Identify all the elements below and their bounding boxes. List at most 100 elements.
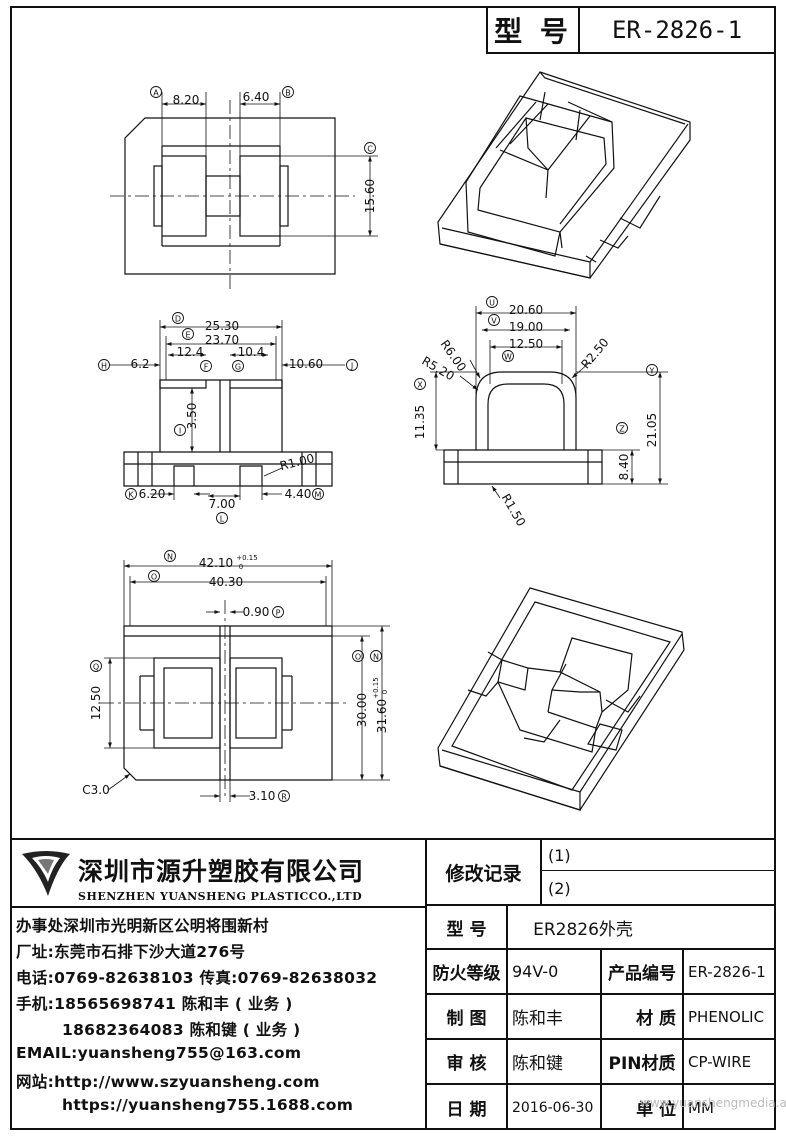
material-label: 材 质: [636, 1009, 676, 1029]
pin-material-label: PIN材质: [608, 1054, 676, 1074]
dim-bottom-n-tol0: 0: [239, 563, 243, 571]
dim-front-e2: 12.4: [177, 345, 204, 359]
label-D: D: [172, 312, 184, 324]
website-2: https://yuansheng755.1688.com: [62, 1096, 354, 1114]
dim-bottom-n-tol: +0.15: [236, 554, 257, 562]
svg-text:L: L: [220, 515, 225, 524]
revision-label: 修改记录: [445, 862, 522, 885]
revision-1: (1): [548, 846, 571, 865]
mobile-2: 18682364083 陈和键 ( 业务 ): [62, 1021, 301, 1039]
svg-text:M: M: [315, 491, 322, 500]
website-1: 网站:http://www.szyuansheng.com: [16, 1073, 320, 1091]
dim-bottom-31: 31.60: [375, 699, 389, 733]
dim-bottom-c3: C3.0: [82, 783, 109, 797]
svg-text:B: B: [285, 89, 291, 98]
dim-side-w: 12.50: [509, 337, 543, 351]
label-H: H: [98, 359, 110, 371]
label-G: G: [232, 360, 244, 372]
iso-view-bottom: [437, 587, 685, 811]
mobile-1: 手机:18565698741 陈和丰 ( 业务 ): [16, 995, 293, 1013]
dim-bottom-31-tol0: 0: [381, 690, 389, 694]
model-value: ER2826外壳: [533, 919, 633, 940]
label-Z: Z: [616, 422, 628, 434]
row-rule-1: [425, 904, 776, 906]
svg-text:H: H: [101, 362, 107, 371]
dim-front-e: 23.70: [205, 333, 239, 347]
dim-side-x: 11.35: [413, 405, 427, 439]
dim-side-v: 19.00: [509, 320, 543, 334]
dim-side-u: 20.60: [509, 303, 543, 317]
front-view: [110, 320, 345, 500]
label-W: W: [502, 350, 514, 362]
dim-front-h: 6.2: [130, 357, 149, 371]
svg-text:G: G: [235, 363, 241, 372]
label-J: J: [346, 359, 358, 371]
phone-fax: 电话:0769-82638103 传真:0769-82638032: [16, 969, 378, 987]
product-no-label: 产品编号: [608, 964, 676, 984]
label-L: L: [216, 512, 228, 524]
dim-bottom-r: 3.10: [249, 789, 276, 803]
dim-front-m: 4.40: [285, 487, 312, 501]
label-Y: Y: [646, 364, 658, 376]
dim-bottom-31-tol: +0.15: [372, 677, 380, 698]
dim-top-b: 6.40: [243, 90, 270, 104]
label-F: F: [200, 360, 212, 372]
model-label: 型 号: [446, 919, 487, 940]
dim-top-a: 8.20: [173, 93, 200, 107]
svg-text:P: P: [276, 609, 281, 618]
office-address: 办事处深圳市光明新区公明将围新村: [16, 917, 269, 935]
dim-bottom-n: 42.10: [199, 556, 233, 570]
iso-view-top: [437, 71, 691, 279]
dim-side-z: 8.40: [617, 454, 631, 481]
drawn-label: 制 图: [446, 1009, 487, 1029]
pin-material-value: CP-WIRE: [688, 1052, 752, 1071]
review-label: 审 核: [446, 1054, 487, 1074]
svg-text:D: D: [175, 315, 181, 324]
svg-text:N: N: [373, 653, 379, 662]
label-R: R: [278, 790, 290, 802]
label-C: C: [364, 142, 376, 154]
svg-text:V: V: [491, 317, 497, 326]
svg-text:I: I: [179, 427, 181, 436]
label-V: V: [488, 314, 500, 326]
dim-top-c: 15.60: [363, 179, 377, 213]
dim-front-g2: 10.4: [238, 345, 265, 359]
label-B: B: [282, 86, 294, 98]
label-O2: O: [352, 650, 364, 662]
svg-text:J: J: [350, 362, 353, 371]
label-N2: N: [370, 650, 382, 662]
dim-side-r25: R2.50: [578, 335, 611, 371]
svg-text:A: A: [153, 89, 159, 98]
svg-text:Z: Z: [619, 425, 625, 434]
date-label: 日 期: [446, 1100, 487, 1120]
company-divider: [10, 906, 427, 908]
header-model-label: 型 号: [494, 15, 572, 48]
product-no-value: ER-2826-1: [688, 962, 766, 981]
material-value: PHENOLIC: [688, 1007, 765, 1026]
drawn-value: 陈和丰: [512, 1009, 563, 1029]
label-A: A: [150, 86, 162, 98]
svg-text:K: K: [128, 491, 134, 500]
label-U: U: [486, 296, 498, 308]
label-X: X: [414, 378, 426, 390]
col-rule-2: [600, 948, 602, 1130]
svg-text:N: N: [167, 553, 173, 562]
fire-rating-label: 防火等级: [432, 964, 501, 984]
factory-address: 厂址:东莞市石排下沙大道276号: [16, 943, 246, 961]
drawing-frame: [10, 6, 776, 1130]
technical-drawing: A B 8.20 6.40 C 15.60 D 25.30 E 23.70 12…: [82, 71, 691, 811]
label-N: N: [164, 550, 176, 562]
label-I: I: [174, 424, 186, 436]
revision-2: (2): [548, 878, 571, 898]
review-value: 陈和键: [512, 1054, 563, 1074]
dim-front-d: 25.30: [205, 319, 239, 333]
header-box: [486, 6, 776, 54]
watermark: www.yuanshengmedia.asia: [640, 1096, 786, 1110]
title-block-vertical-divider: [425, 838, 427, 1130]
fire-rating-value: 94V-0: [512, 962, 559, 981]
label-K: K: [125, 488, 137, 500]
dim-front-l: 7.00: [209, 497, 236, 511]
side-view: [430, 306, 668, 499]
dim-front-i: 3.50: [185, 403, 199, 430]
